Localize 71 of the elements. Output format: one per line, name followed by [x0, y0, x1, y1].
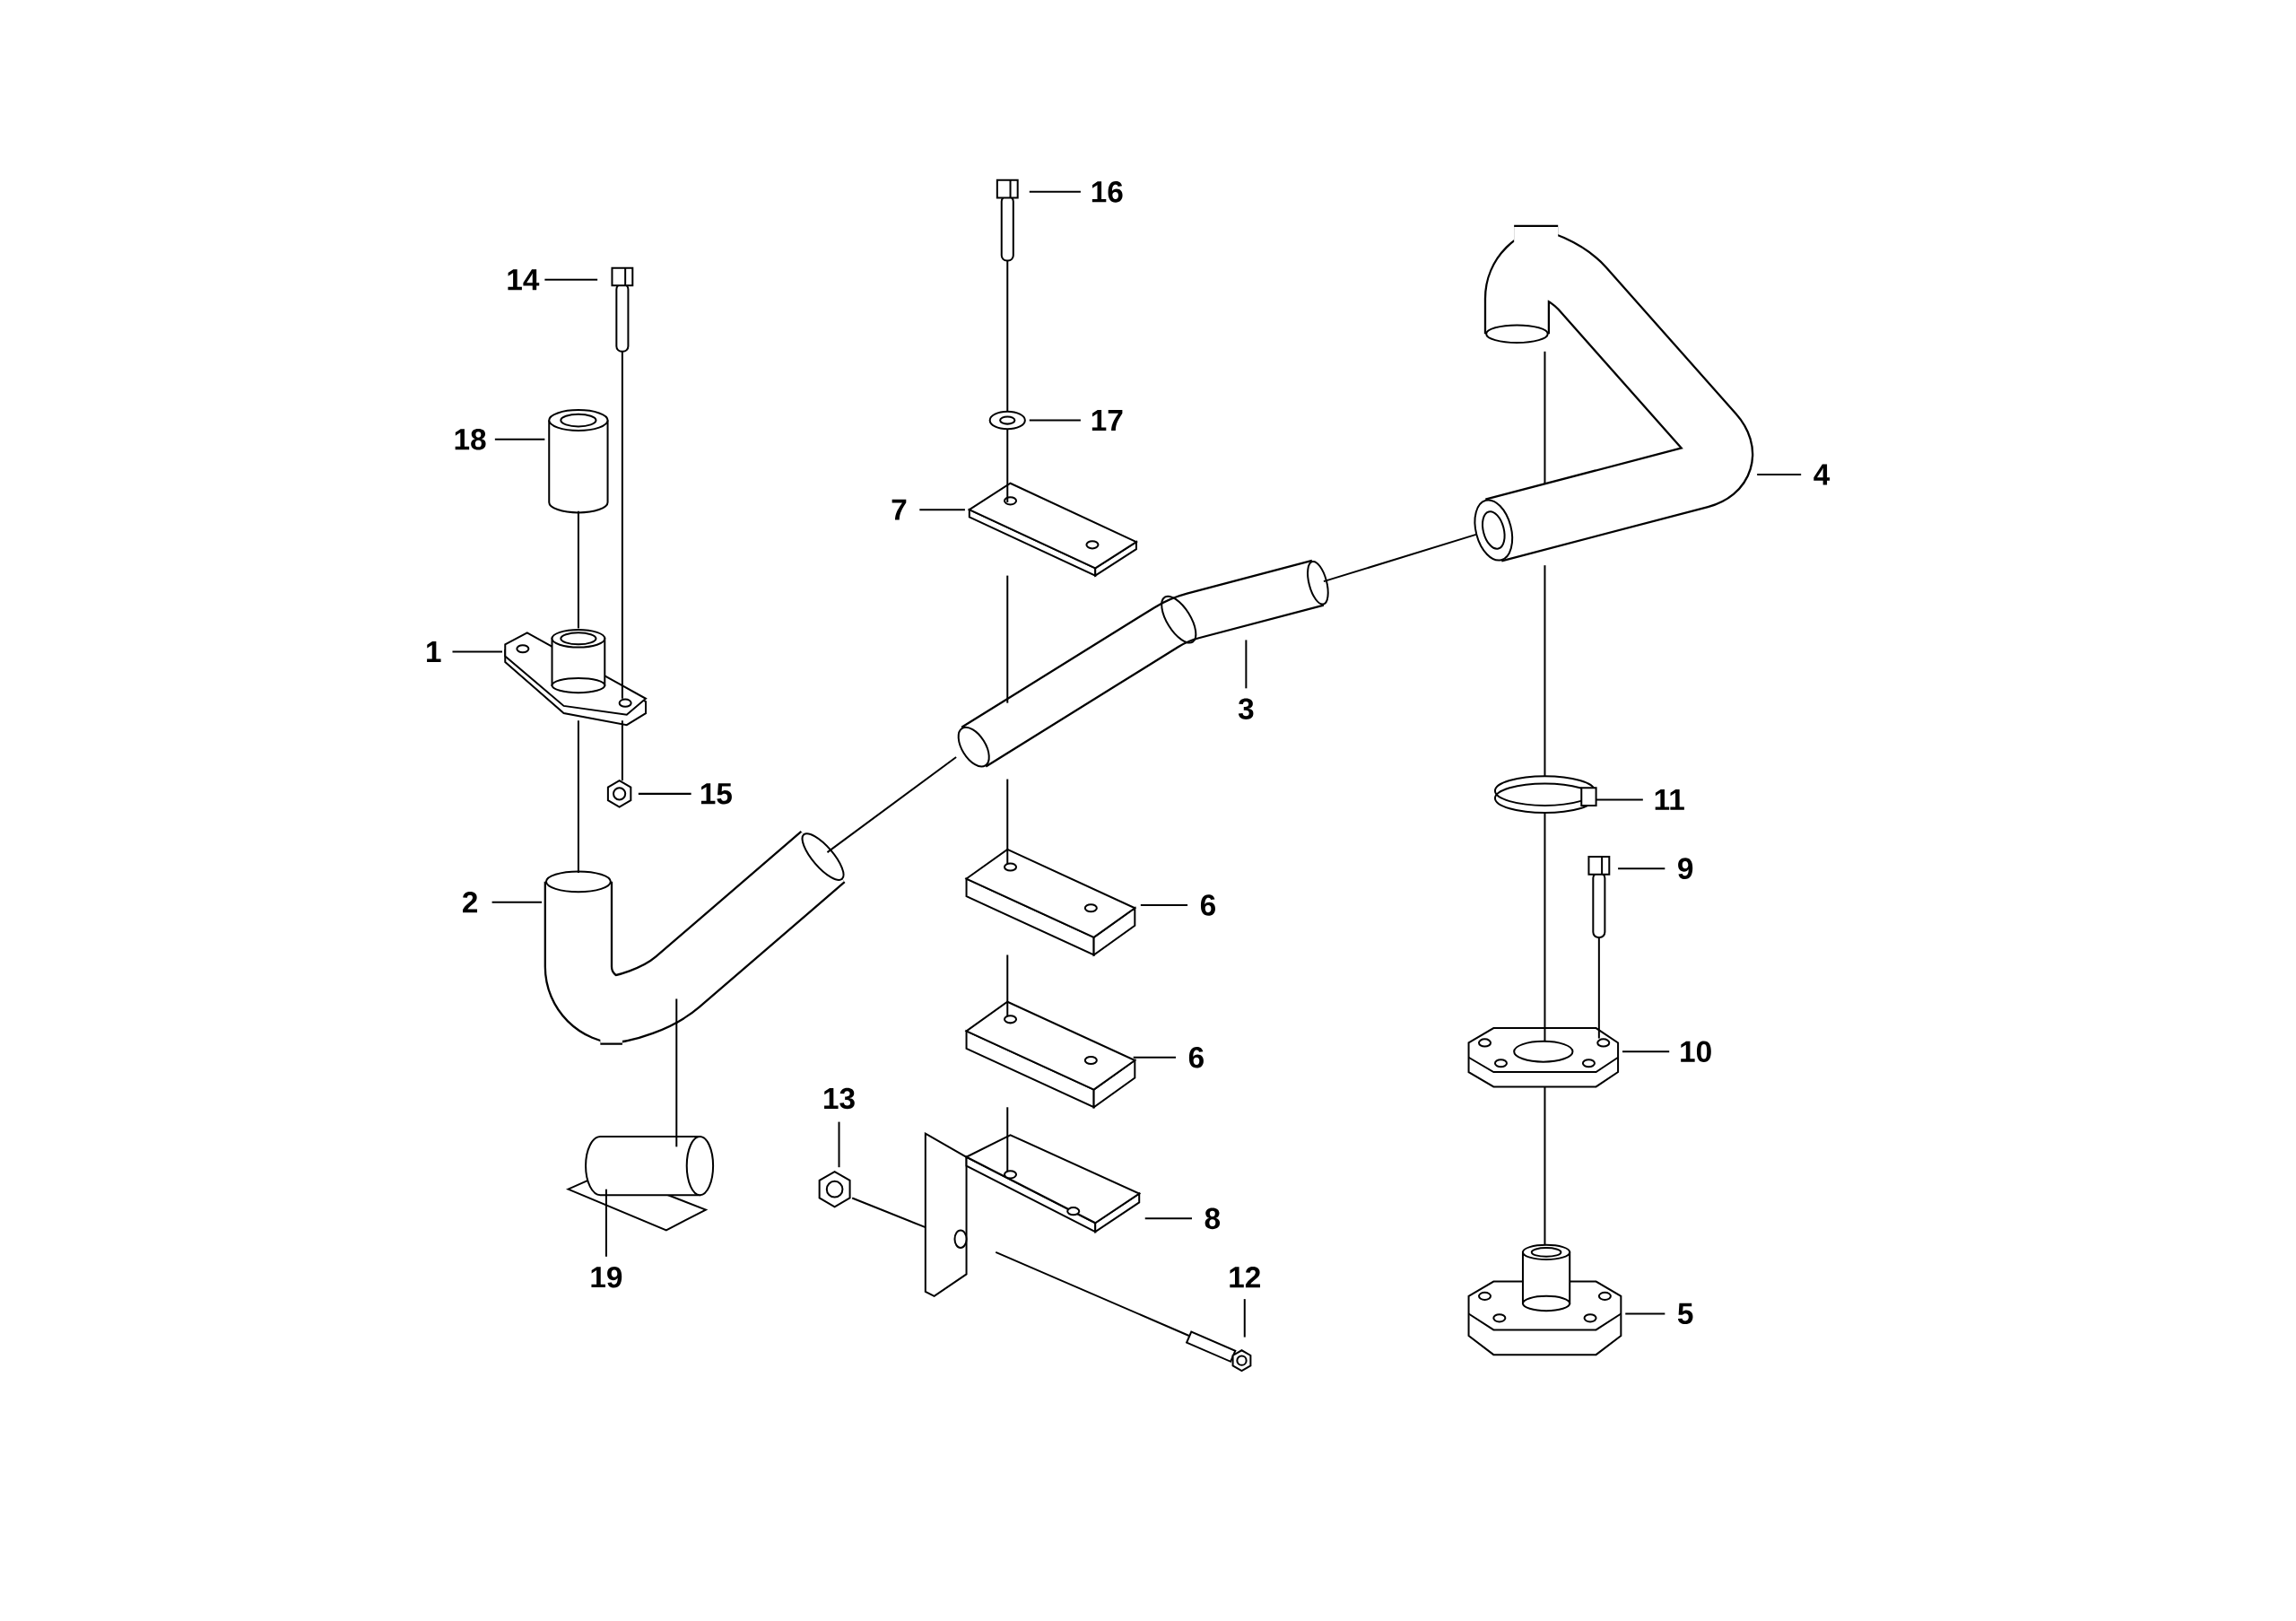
leader-line	[638, 792, 691, 795]
alignment-line	[1597, 937, 1600, 1039]
alignment-line	[621, 351, 623, 699]
alignment-line	[1006, 779, 1009, 865]
callout-number: 15	[700, 783, 732, 805]
leader-line	[1245, 640, 1248, 689]
leader-line	[1618, 867, 1665, 869]
callout-number: 11	[1655, 789, 1684, 810]
pipe-drawing	[544, 830, 846, 1045]
callout-number: 17	[1091, 409, 1123, 431]
alignment-line	[1323, 533, 1476, 582]
callout-number: 6	[1188, 1046, 1204, 1068]
alignment-line	[1006, 575, 1009, 703]
callout-number: 13	[824, 1087, 855, 1110]
leader-line	[494, 438, 545, 440]
callout-number: 16	[1091, 180, 1123, 203]
leader-line	[1757, 473, 1802, 475]
callout-number: 14	[508, 269, 540, 291]
callout-number: 18	[455, 428, 486, 450]
callout-number: 6	[1200, 894, 1215, 916]
pipe-drawing	[1474, 224, 1753, 562]
leader-line	[452, 650, 502, 653]
nut-drawing	[606, 779, 632, 808]
leader-line	[544, 278, 598, 281]
leader-line	[1133, 1056, 1176, 1059]
hose-clamp-drawing	[1493, 775, 1597, 814]
bolt-drawing	[1587, 855, 1611, 938]
leader-line	[604, 1189, 607, 1257]
callout-number: 7	[891, 499, 907, 520]
flange-drawing	[1467, 1026, 1620, 1088]
bolt-drawing	[611, 266, 634, 353]
callout-number: 5	[1677, 1303, 1693, 1324]
alignment-line	[826, 756, 957, 853]
bushing-drawing	[548, 408, 609, 514]
leader-line	[1625, 1312, 1665, 1315]
leader-line	[1596, 798, 1643, 801]
nut-drawing	[818, 1170, 851, 1208]
leader-line	[1144, 1217, 1192, 1220]
callout-number: 2	[463, 891, 478, 913]
alignment-line	[675, 998, 678, 1147]
washer-drawing	[988, 410, 1026, 431]
flange-drawing	[1467, 1243, 1622, 1356]
leader-line	[1622, 1050, 1670, 1053]
leader-line	[1029, 419, 1081, 422]
alignment-line	[577, 510, 579, 629]
callout-number: 8	[1205, 1207, 1221, 1229]
alignment-line	[577, 720, 579, 873]
callout-number: 19	[591, 1266, 622, 1288]
alignment-line	[1006, 429, 1009, 502]
leader-line	[919, 509, 965, 510]
alignment-line	[1544, 565, 1546, 777]
callout-number: 9	[1678, 858, 1693, 879]
alignment-line	[1544, 1086, 1546, 1245]
flange-drawing	[504, 628, 648, 727]
alignment-line	[851, 1197, 926, 1228]
pipe-drawing	[957, 559, 1329, 768]
callout-number: 1	[427, 641, 441, 662]
alignment-line	[1544, 812, 1546, 1041]
alignment-line	[621, 720, 623, 781]
leader-line	[491, 901, 543, 903]
bolt-drawing	[996, 179, 1019, 262]
leader-line	[1140, 903, 1188, 906]
alignment-line	[995, 1251, 1190, 1337]
alignment-line	[1006, 954, 1009, 1016]
leader-line	[838, 1121, 840, 1168]
leader-line	[1029, 190, 1081, 193]
alignment-line	[1006, 260, 1009, 412]
callout-number: 12	[1230, 1266, 1260, 1288]
callout-number: 10	[1681, 1041, 1711, 1062]
callout-number: 4	[1813, 464, 1831, 485]
leader-line	[1243, 1299, 1246, 1338]
